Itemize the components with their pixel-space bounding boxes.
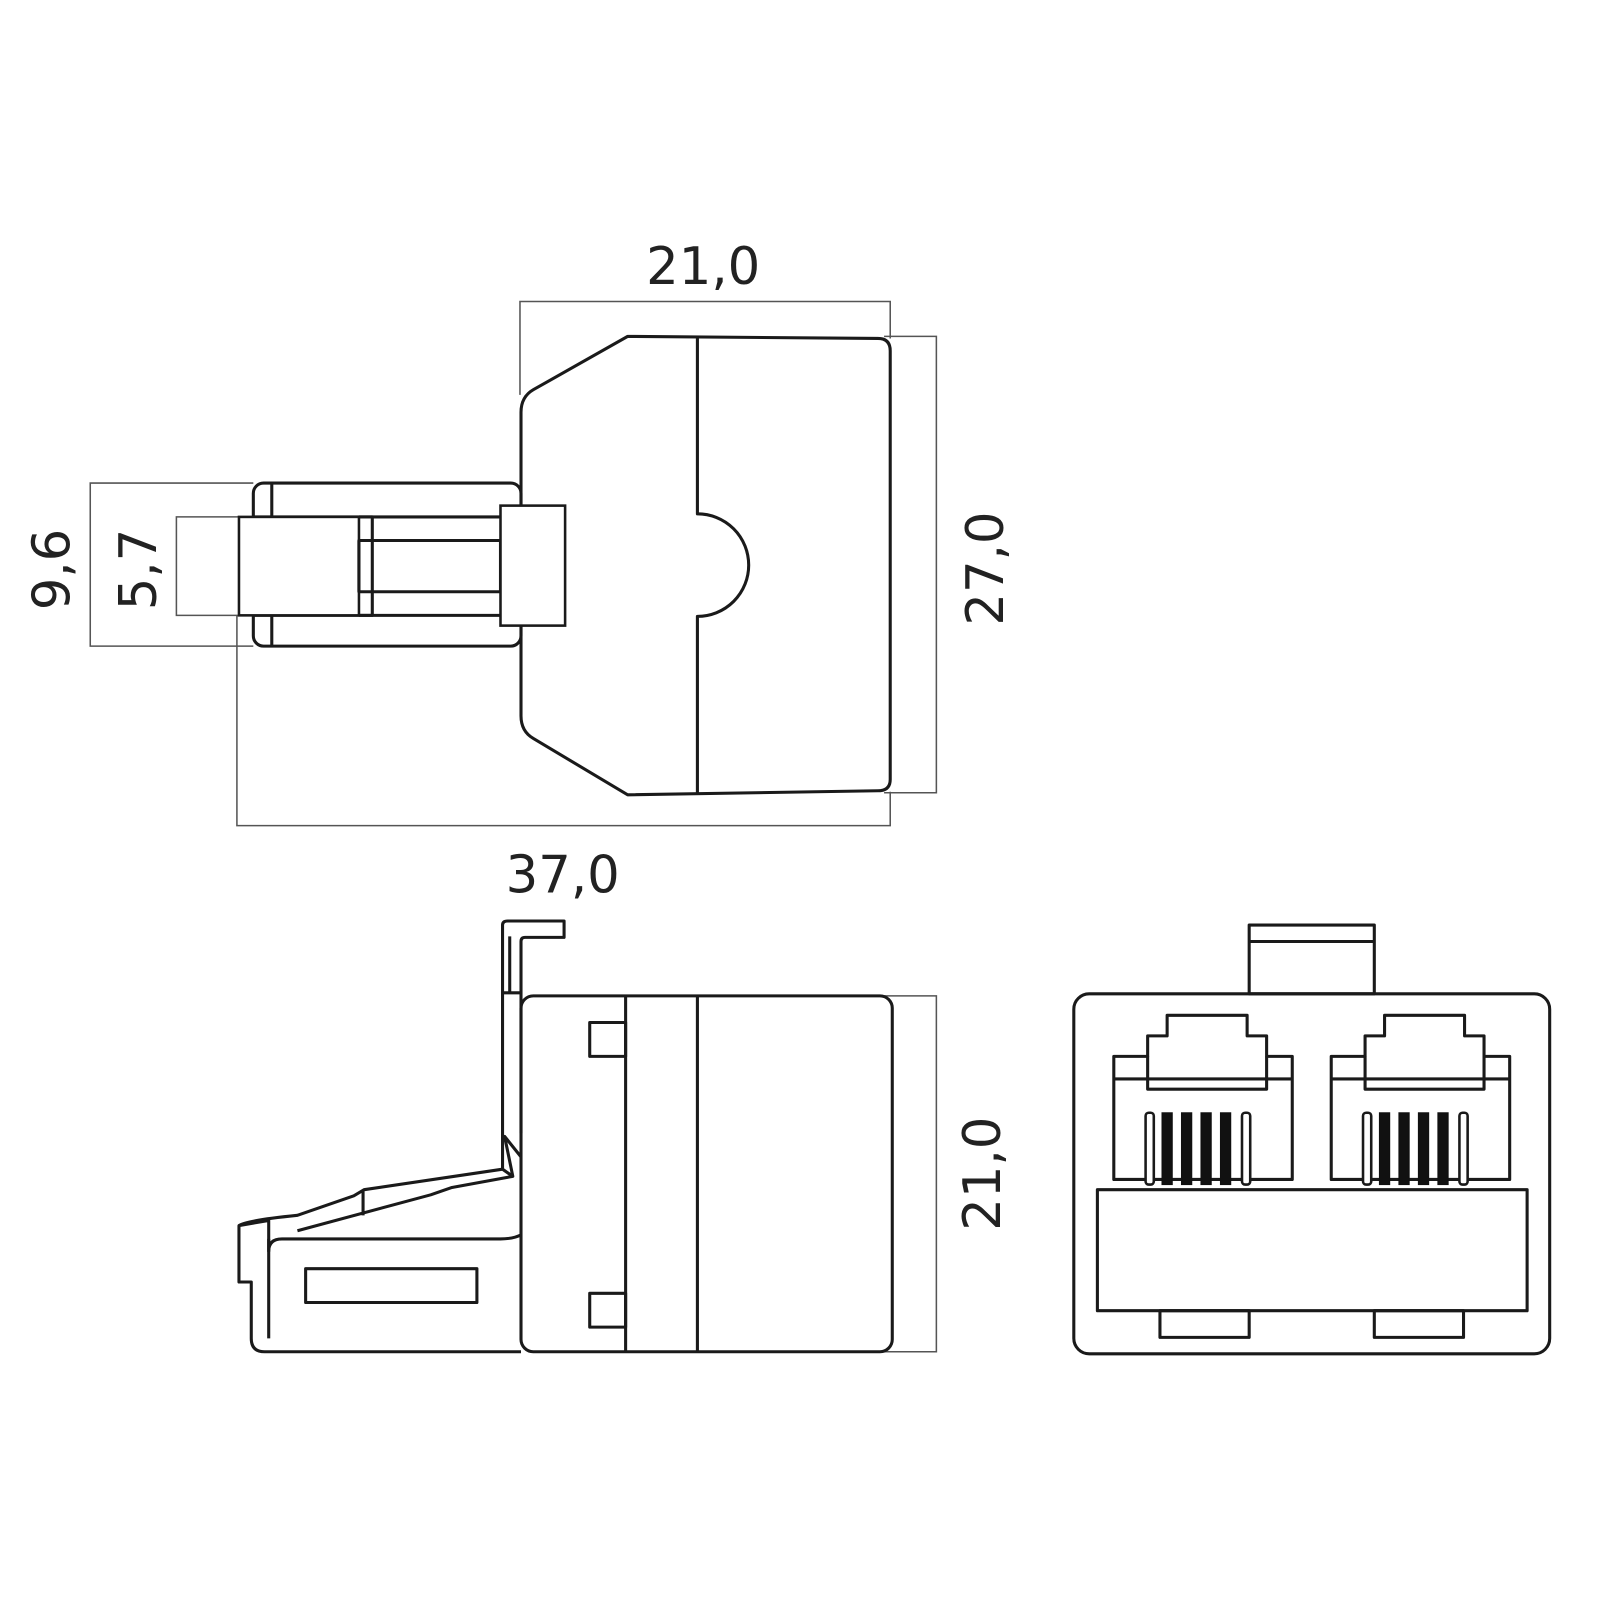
bottom-bar	[1095, 1188, 1529, 1313]
adapter-body-top	[519, 334, 892, 797]
front-view	[1072, 923, 1552, 1356]
label-plug-inner: 5,7	[109, 529, 169, 611]
body-split-line	[695, 338, 751, 793]
dim-line-top-width	[519, 300, 891, 395]
dim-line-overall-length	[236, 615, 891, 827]
foot-left	[1158, 1309, 1251, 1339]
plug-window	[304, 1267, 479, 1305]
top-view: 21,0 27,0 9,6 5,7 37,0	[23, 237, 1016, 905]
foot-right	[1372, 1309, 1466, 1339]
adapter-body-front	[1072, 992, 1552, 1356]
label-side-height: 21,0	[953, 1117, 1013, 1231]
label-plug-outer: 9,6	[23, 529, 83, 611]
side-notch-top	[588, 1020, 628, 1058]
plug-body-side	[237, 1218, 522, 1354]
adapter-body-side	[519, 994, 894, 1354]
jack-socket-right	[1329, 1013, 1512, 1187]
label-top-height: 27,0	[956, 511, 1016, 625]
top-tab	[1247, 923, 1376, 996]
plug-tab-edge	[357, 515, 374, 617]
latch-block	[499, 504, 567, 627]
label-top-width: 21,0	[646, 237, 760, 297]
plug-tab	[237, 515, 361, 617]
label-overall-length: 37,0	[506, 845, 620, 905]
plug-latch	[238, 919, 566, 1233]
dim-line-side-height	[884, 995, 938, 1353]
side-view: 21,0	[237, 919, 1013, 1354]
dim-line-plug-inner	[175, 516, 239, 617]
body-dividers	[624, 995, 699, 1352]
jack-socket-left	[1112, 1013, 1294, 1186]
dim-line-plug-outer	[89, 482, 254, 647]
cable	[357, 538, 503, 594]
side-notch-bottom	[588, 1291, 628, 1329]
dim-line-top-height	[884, 335, 938, 794]
